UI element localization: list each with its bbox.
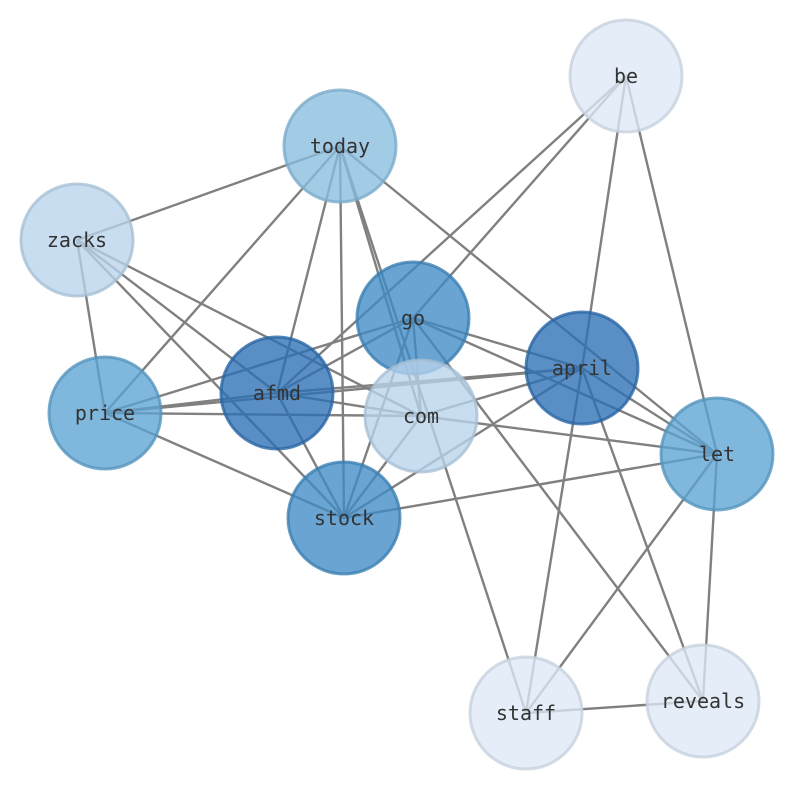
node-circle-reveals — [645, 643, 761, 759]
node-circle-april — [524, 310, 640, 426]
node-label-price: price — [75, 401, 135, 425]
node-be: be — [568, 18, 684, 134]
node-com: com — [363, 358, 479, 474]
node-circle-staff — [468, 655, 584, 771]
node-price: price — [47, 355, 163, 471]
node-go: go — [355, 260, 471, 376]
node-circle-price — [47, 355, 163, 471]
edge-let-stock — [342, 452, 719, 520]
edge-april-reveals — [580, 366, 705, 703]
node-label-go: go — [401, 306, 425, 330]
node-afmd: afmd — [219, 335, 335, 451]
edge-april-staff — [524, 366, 584, 715]
node-circle-today — [282, 88, 398, 204]
node-label-staff: staff — [496, 701, 556, 725]
node-label-reveals: reveals — [661, 689, 745, 713]
node-zacks: zacks — [19, 182, 135, 298]
node-circle-afmd — [219, 335, 335, 451]
node-stock: stock — [286, 460, 402, 576]
edge-zacks-stock — [75, 238, 346, 520]
node-circle-stock — [286, 460, 402, 576]
node-circle-zacks — [19, 182, 135, 298]
node-label-com: com — [403, 404, 439, 428]
edge-be-let — [624, 74, 719, 456]
node-staff: staff — [468, 655, 584, 771]
edge-be-afmd — [275, 74, 628, 395]
node-today: today — [282, 88, 398, 204]
node-circle-be — [568, 18, 684, 134]
node-april: april — [524, 310, 640, 426]
node-label-today: today — [310, 134, 370, 158]
node-label-april: april — [552, 356, 612, 380]
edge-today-stock — [338, 144, 346, 520]
node-label-let: let — [699, 442, 735, 466]
node-label-zacks: zacks — [47, 228, 107, 252]
node-label-stock: stock — [314, 506, 374, 530]
node-circle-let — [659, 396, 775, 512]
edge-today-let — [338, 144, 719, 456]
node-label-be: be — [614, 64, 638, 88]
node-layer: be today zacks go april afmd price com let stock s… — [19, 18, 775, 771]
node-reveals: reveals — [645, 643, 761, 759]
edge-today-price — [103, 144, 342, 415]
node-label-afmd: afmd — [253, 381, 301, 405]
node-let: let — [659, 396, 775, 512]
node-circle-com — [363, 358, 479, 474]
